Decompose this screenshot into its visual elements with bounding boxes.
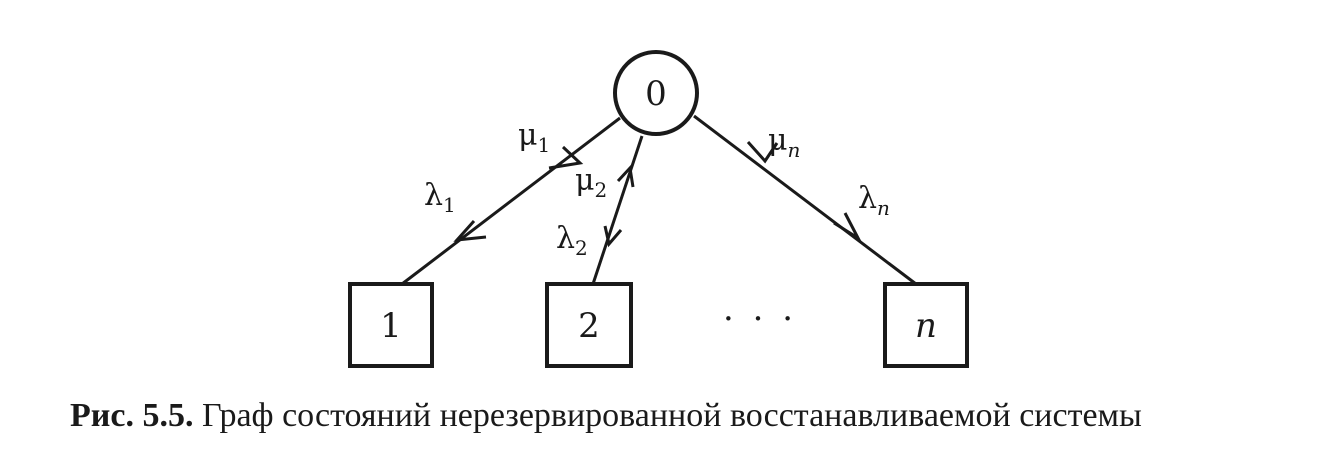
rate-label-lambda-2: λ2 [556,221,588,260]
rate-label-lambda-n: λn [858,181,890,220]
state-node-n: n [883,282,969,368]
rate-label-mu-1: μ1 [518,118,550,157]
figure-caption: Рис. 5.5. Граф состояний нерезервированн… [70,396,1270,436]
edge-0-1 [401,116,621,286]
arrowhead-mu-1 [548,145,584,170]
arrowhead-lambda-2 [603,225,623,248]
arrowhead-lambda-1 [453,219,487,242]
edge-0-2 [591,135,644,285]
rate-label-lambda-1: λ1 [424,178,456,217]
state-node-0-label: 0 [645,74,667,114]
rate-label-mu-n: μn [768,123,800,162]
state-node-2-label: 2 [578,306,600,346]
state-node-0: 0 [613,50,699,136]
ellipsis: · · · [723,299,797,339]
edge-0-n [693,114,917,286]
caption-text: Граф состояний нерезервированной восстан… [193,397,1142,434]
state-node-1: 1 [348,282,434,368]
state-node-n-label: n [915,306,937,346]
arrowhead-mu-n [746,140,779,164]
state-node-1-label: 1 [380,306,402,346]
arrowhead-lambda-n [833,212,862,243]
arrowhead-mu-2 [616,164,635,188]
state-node-2: 2 [545,282,633,368]
rate-label-mu-2: μ2 [575,163,607,202]
figure-number: Рис. 5.5. [70,397,194,434]
